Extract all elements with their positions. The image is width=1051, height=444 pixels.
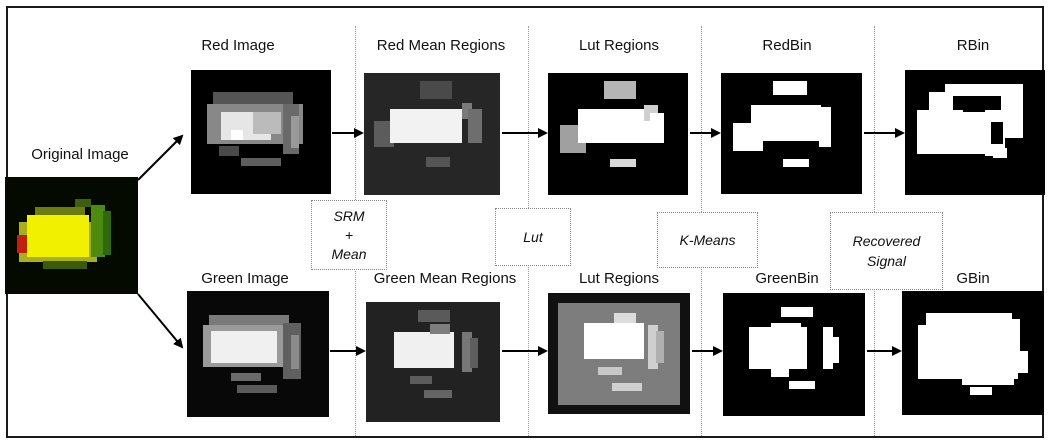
step-note-line: Mean — [331, 245, 367, 262]
green-lut-regions-panel — [548, 293, 690, 414]
green-image-panel — [187, 291, 329, 417]
step-note-recovered-signal: Recovered Signal — [830, 212, 943, 290]
rbin-panel — [905, 70, 1045, 195]
green-lut-regions-title: Lut Regions — [578, 270, 660, 287]
step-note-line: Signal — [867, 253, 906, 269]
step-note-line: Lut — [523, 229, 543, 245]
green-mean-regions-title: Green Mean Regions — [373, 270, 517, 287]
step-note-kmeans: K-Means — [657, 212, 758, 268]
step-note-line: + — [344, 226, 354, 243]
greenbin-panel — [723, 293, 865, 416]
rbin-title: RBin — [956, 37, 990, 54]
red-lut-regions-panel — [548, 73, 688, 195]
step-note-line: Recovered — [852, 233, 921, 249]
greenbin-title: GreenBin — [755, 270, 819, 287]
step-note-lut: Lut — [495, 208, 571, 266]
red-image-panel — [191, 70, 331, 194]
gbin-panel — [902, 291, 1044, 415]
gbin-title: GBin — [956, 270, 990, 287]
red-image-title: Red Image — [201, 37, 275, 54]
red-mean-regions-panel — [364, 73, 500, 195]
original-image — [5, 177, 138, 294]
step-note-line: SRM — [333, 207, 365, 224]
green-image-title: Green Image — [201, 270, 289, 287]
green-mean-regions-panel — [366, 302, 500, 422]
red-lut-regions-title: Lut Regions — [578, 37, 660, 54]
step-note-srm-mean: SRM + Mean — [311, 200, 387, 270]
redbin-panel — [721, 73, 862, 194]
step-note-line: K-Means — [679, 232, 736, 248]
redbin-title: RedBin — [762, 37, 812, 54]
original-image-label: Original Image — [31, 146, 129, 163]
red-mean-regions-title: Red Mean Regions — [376, 37, 506, 54]
